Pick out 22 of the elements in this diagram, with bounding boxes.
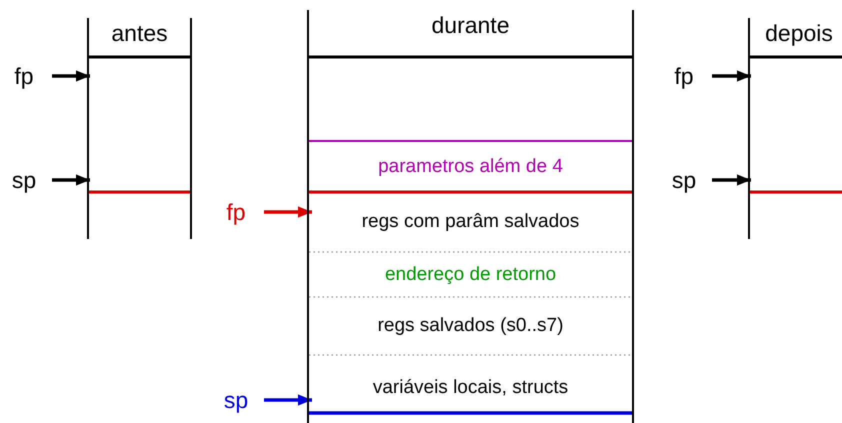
column-header: depois bbox=[764, 19, 834, 48]
register-label: sp bbox=[6, 167, 42, 193]
stack-slot: endereço de retorno bbox=[309, 252, 632, 297]
arrow bbox=[712, 70, 751, 82]
register-label: fp bbox=[218, 199, 254, 225]
stack-slot: regs salvados (s0..s7) bbox=[309, 297, 632, 355]
arrow bbox=[264, 394, 312, 406]
stack-slot: parametros além de 4 bbox=[309, 141, 632, 192]
stack-slot: variáveis locais, structs bbox=[309, 355, 632, 421]
arrow bbox=[52, 174, 90, 186]
column-header: durante bbox=[430, 11, 510, 40]
register-label: fp bbox=[6, 63, 42, 89]
register-label: sp bbox=[666, 167, 702, 193]
stack-slot: regs com parâm salvados bbox=[309, 192, 632, 252]
register-label: sp bbox=[218, 387, 254, 413]
arrow bbox=[712, 174, 751, 186]
arrow bbox=[52, 70, 90, 82]
stack-column bbox=[307, 10, 634, 423]
arrow bbox=[264, 206, 312, 218]
stack-column bbox=[87, 18, 192, 239]
register-label: fp bbox=[666, 63, 702, 89]
column-header: antes bbox=[110, 19, 169, 48]
